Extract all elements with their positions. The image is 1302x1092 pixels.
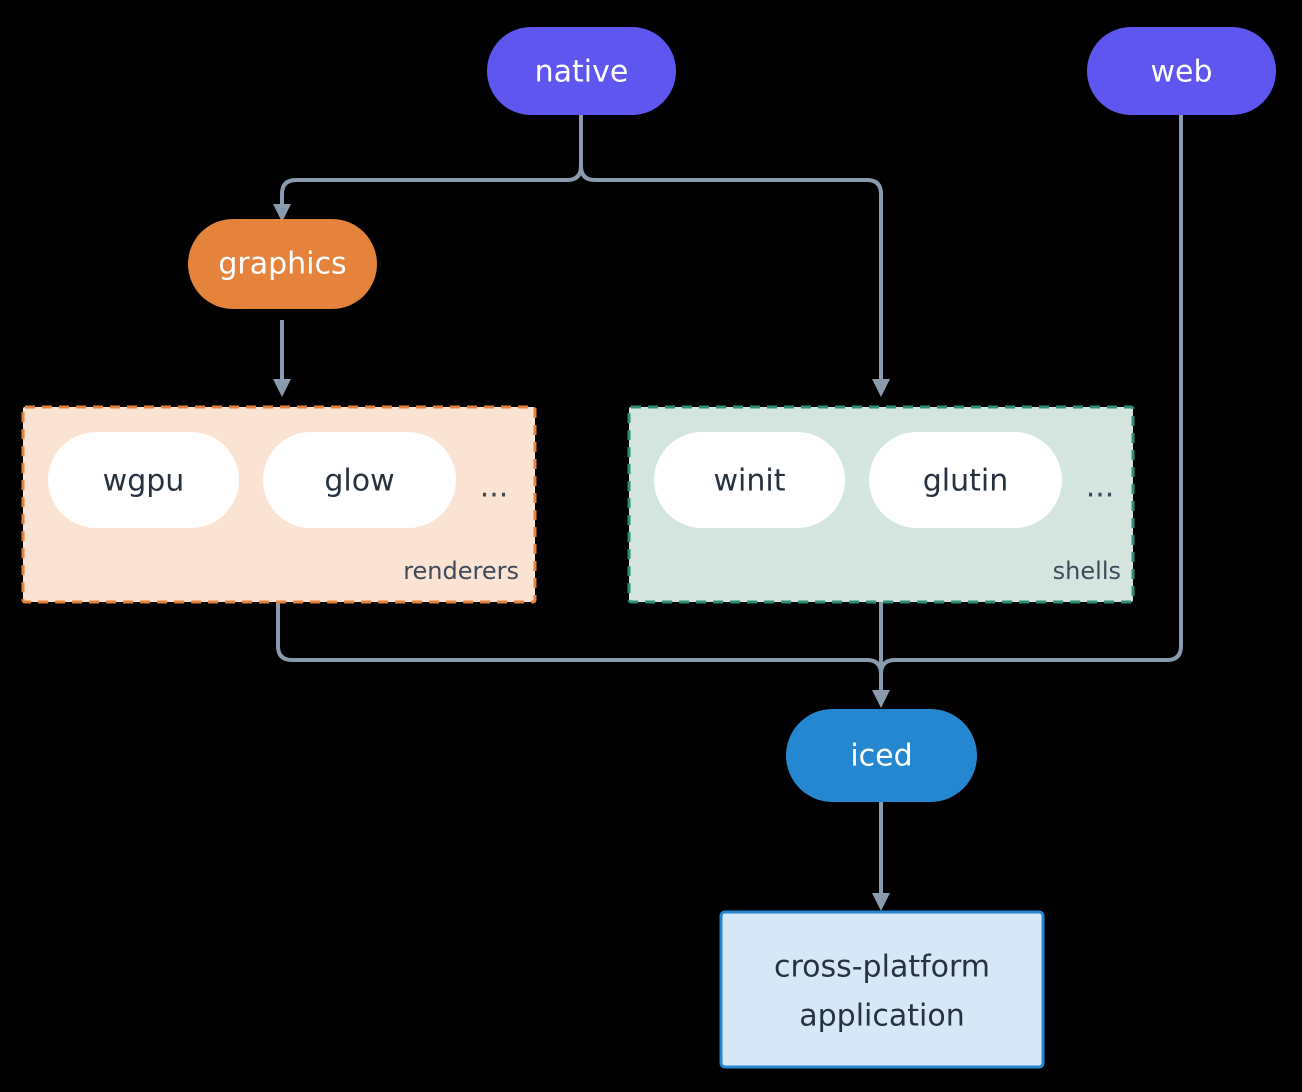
cluster-renderers-label: renderers (403, 557, 519, 585)
cluster-shells-label: shells (1053, 557, 1121, 585)
node-glow[interactable] (263, 432, 456, 528)
node-iced[interactable] (786, 709, 977, 802)
node-web-group[interactable]: web (1087, 27, 1276, 115)
node-winit-label: winit (714, 464, 786, 499)
cluster-renderers: wgpu glow ... renderers (21, 405, 537, 604)
node-winit[interactable] (654, 432, 845, 528)
node-glow-label: glow (324, 464, 394, 499)
node-graphics[interactable] (188, 219, 377, 309)
arrowhead-graphics-renderers (273, 379, 291, 397)
node-native-label: native (535, 55, 629, 90)
node-wgpu[interactable] (48, 432, 239, 528)
node-web[interactable] (1087, 27, 1276, 115)
edge-native-to-graphics (280, 113, 583, 207)
node-native[interactable] (487, 27, 676, 115)
edge-layer (273, 113, 1183, 911)
node-wgpu-label: wgpu (103, 464, 185, 499)
node-native-group[interactable]: native (487, 27, 676, 115)
node-iced-label: iced (850, 739, 912, 774)
edge-web-to-iced (879, 113, 1183, 690)
node-glutin-label: glutin (923, 464, 1009, 499)
edge-renderers-to-iced (276, 602, 883, 690)
node-application[interactable] (719, 910, 1045, 1069)
node-graphics-group[interactable]: graphics (188, 219, 377, 309)
node-graphics-label: graphics (218, 247, 346, 282)
arrowhead-to-iced (872, 690, 890, 708)
node-web-label: web (1150, 55, 1212, 90)
node-application-label-line1: cross-platform (774, 950, 990, 985)
node-application-group[interactable]: cross-platform application (719, 910, 1045, 1069)
node-application-label-line2: application (799, 999, 964, 1034)
renderers-ellipsis: ... (480, 470, 509, 505)
node-glutin[interactable] (869, 432, 1062, 528)
edge-native-to-shells (579, 113, 883, 379)
arrowhead-iced-application (872, 893, 890, 911)
arrowhead-native-graphics (273, 204, 291, 222)
node-iced-group[interactable]: iced (786, 709, 977, 802)
cluster-shells: winit glutin ... shells (627, 405, 1135, 604)
arrowhead-native-shells (872, 379, 890, 397)
shells-ellipsis: ... (1086, 470, 1115, 505)
